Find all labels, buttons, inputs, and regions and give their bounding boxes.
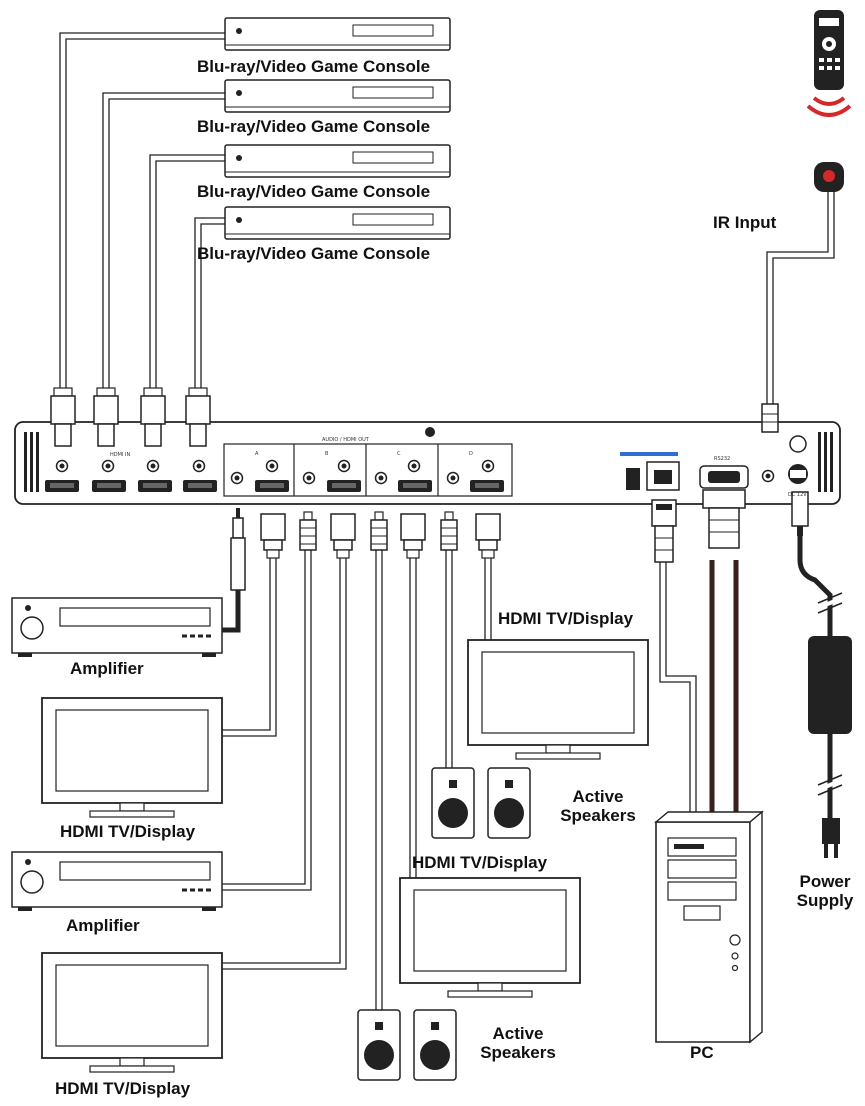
speakers-label-1: Active Speakers [553,787,643,825]
panel-out-header: AUDIO / HDMI OUT [322,437,369,443]
speakers-1 [431,767,531,839]
source-device-1 [224,17,451,51]
amplifier-2 [10,850,224,913]
source-cables [59,32,225,390]
power-adapter-icon [808,636,852,858]
amplifier-label-2: Amplifier [66,916,140,935]
remote-control-icon [806,10,852,117]
panel-zone-c: C [397,451,401,457]
display-label-1: HDMI TV/Display [60,822,196,841]
source-label-4: Blu-ray/Video Game Console [197,244,431,263]
amplifier-1 [10,596,224,659]
pc-label: PC [690,1043,714,1062]
speakers-label-1-line1: Active [572,787,624,806]
speakers-label-2-line2: Speakers [480,1042,556,1062]
output-plugs [230,403,809,591]
source-device-2 [224,79,451,113]
pc-tower [654,810,764,1044]
source-label-2: Blu-ray/Video Game Console [197,117,431,136]
ir-input-label: IR Input [713,213,777,232]
hdmi-in-plugs [50,387,211,447]
display-label-3: HDMI TV/Display [412,853,548,872]
panel-zone-b: B [325,451,329,457]
amplifier-label-1: Amplifier [70,659,144,678]
source-label-3: Blu-ray/Video Game Console [197,182,431,201]
rs232-cable [709,560,739,820]
panel-rs232: RS232 [714,456,731,462]
display-label-4: HDMI TV/Display [498,609,634,628]
source-device-4 [224,206,451,240]
display-2 [41,952,223,1073]
power-supply-label: Power Supply [788,872,862,910]
display-4 [467,639,649,760]
panel-zone-a: A [255,451,259,457]
source-label-1: Blu-ray/Video Game Console [197,57,431,76]
speakers-label-2-line1: Active [492,1024,544,1043]
speakers-label-2: Active Speakers [473,1024,563,1062]
power-supply-label-line1: Power [799,872,851,891]
speakers-label-1-line2: Speakers [560,805,636,825]
ir-receiver-icon [814,162,844,192]
panel-zone-d: D [469,451,473,457]
output-cables [222,550,697,1010]
panel-dc-in: DC 12V [788,492,807,498]
speakers-2 [357,1009,457,1081]
display-3 [399,877,581,998]
power-cable [797,500,843,820]
panel-hdmi-in: HDMI IN [110,452,131,458]
source-device-3 [224,144,451,178]
ir-cable [766,190,835,420]
power-supply-label-line2: Supply [796,890,854,910]
display-1 [41,697,223,818]
matrix-switcher-panel [14,421,841,505]
display-label-2: HDMI TV/Display [55,1079,191,1098]
